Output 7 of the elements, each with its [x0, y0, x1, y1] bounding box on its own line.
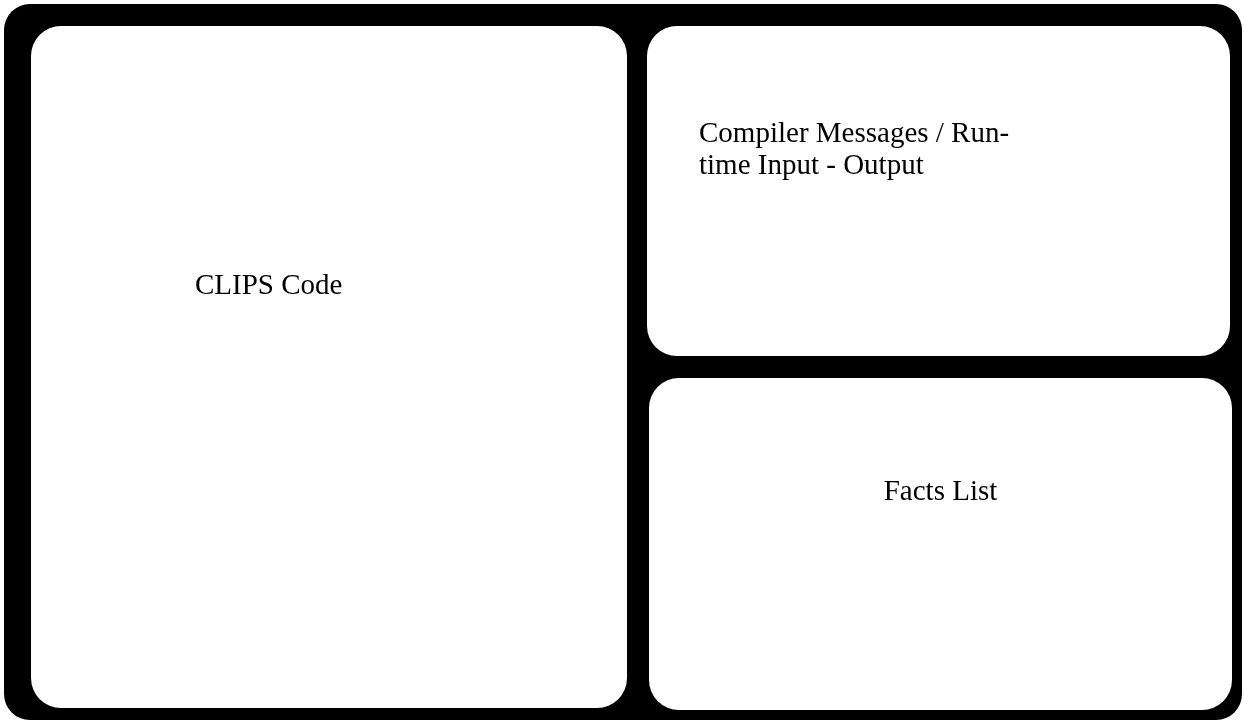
panel-title: CLIPS Code — [195, 268, 344, 300]
facts-panel — [649, 378, 1232, 710]
panel-title: Compiler Messages / Run-time Input - Output — [699, 116, 1011, 180]
code-panel — [31, 26, 627, 708]
messages-panel — [647, 26, 1230, 356]
window-frame — [4, 4, 1242, 720]
panel-title: Facts List — [882, 474, 999, 506]
